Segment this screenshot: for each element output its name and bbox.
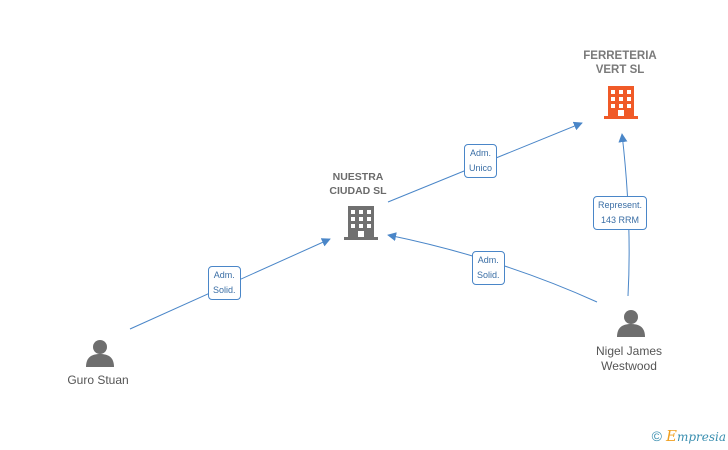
edge-label-line2: 143 RRM	[601, 215, 640, 225]
company-name-line2: CIUDAD SL	[329, 185, 387, 197]
person-label-guro: Guro Stuan	[48, 373, 148, 388]
edge-label-line2: Solid.	[477, 270, 500, 280]
building-windows	[611, 90, 631, 116]
edge-label-line1: Adm.	[470, 148, 492, 158]
building-windows	[351, 210, 371, 237]
edge-label-adm-unico: Adm. Unico	[464, 144, 498, 178]
edge-label-adm-solid-nigel: Adm. Solid.	[472, 251, 505, 285]
edge-label-represent: Represent. 143 RRM	[593, 196, 648, 230]
person-name: Guro Stuan	[67, 373, 129, 387]
person-label-nigel: Nigel James Westwood	[579, 344, 679, 374]
company-name-line2: VERT SL	[595, 64, 645, 76]
edge-label-line2: Unico	[469, 163, 493, 173]
company-label-ferreteria: FERRETERIA VERT SL	[570, 49, 670, 77]
edge-label-line1: Adm.	[477, 255, 499, 265]
edge-label-line1: Adm.	[213, 270, 235, 280]
person-name-line1: Nigel James	[595, 344, 663, 358]
person-icon-nigel	[617, 310, 645, 337]
brand-initial: E	[665, 427, 677, 445]
brand-name: mpresia	[676, 430, 726, 444]
company-name-line1: FERRETERIA	[583, 50, 657, 62]
person-icon-guro	[86, 340, 114, 367]
empresia-watermark: ©Empresia	[652, 427, 726, 445]
edge-label-line1: Represent.	[598, 200, 643, 210]
person-name-line2: Westwood	[601, 359, 657, 373]
company-label-nuestra: NUESTRA CIUDAD SL	[308, 170, 408, 198]
copyright-symbol: ©	[651, 428, 662, 444]
edge-label-line2: Solid.	[213, 285, 236, 295]
company-name-line1: NUESTRA	[332, 171, 384, 183]
edge-label-adm-solid-guro: Adm. Solid.	[208, 266, 241, 300]
